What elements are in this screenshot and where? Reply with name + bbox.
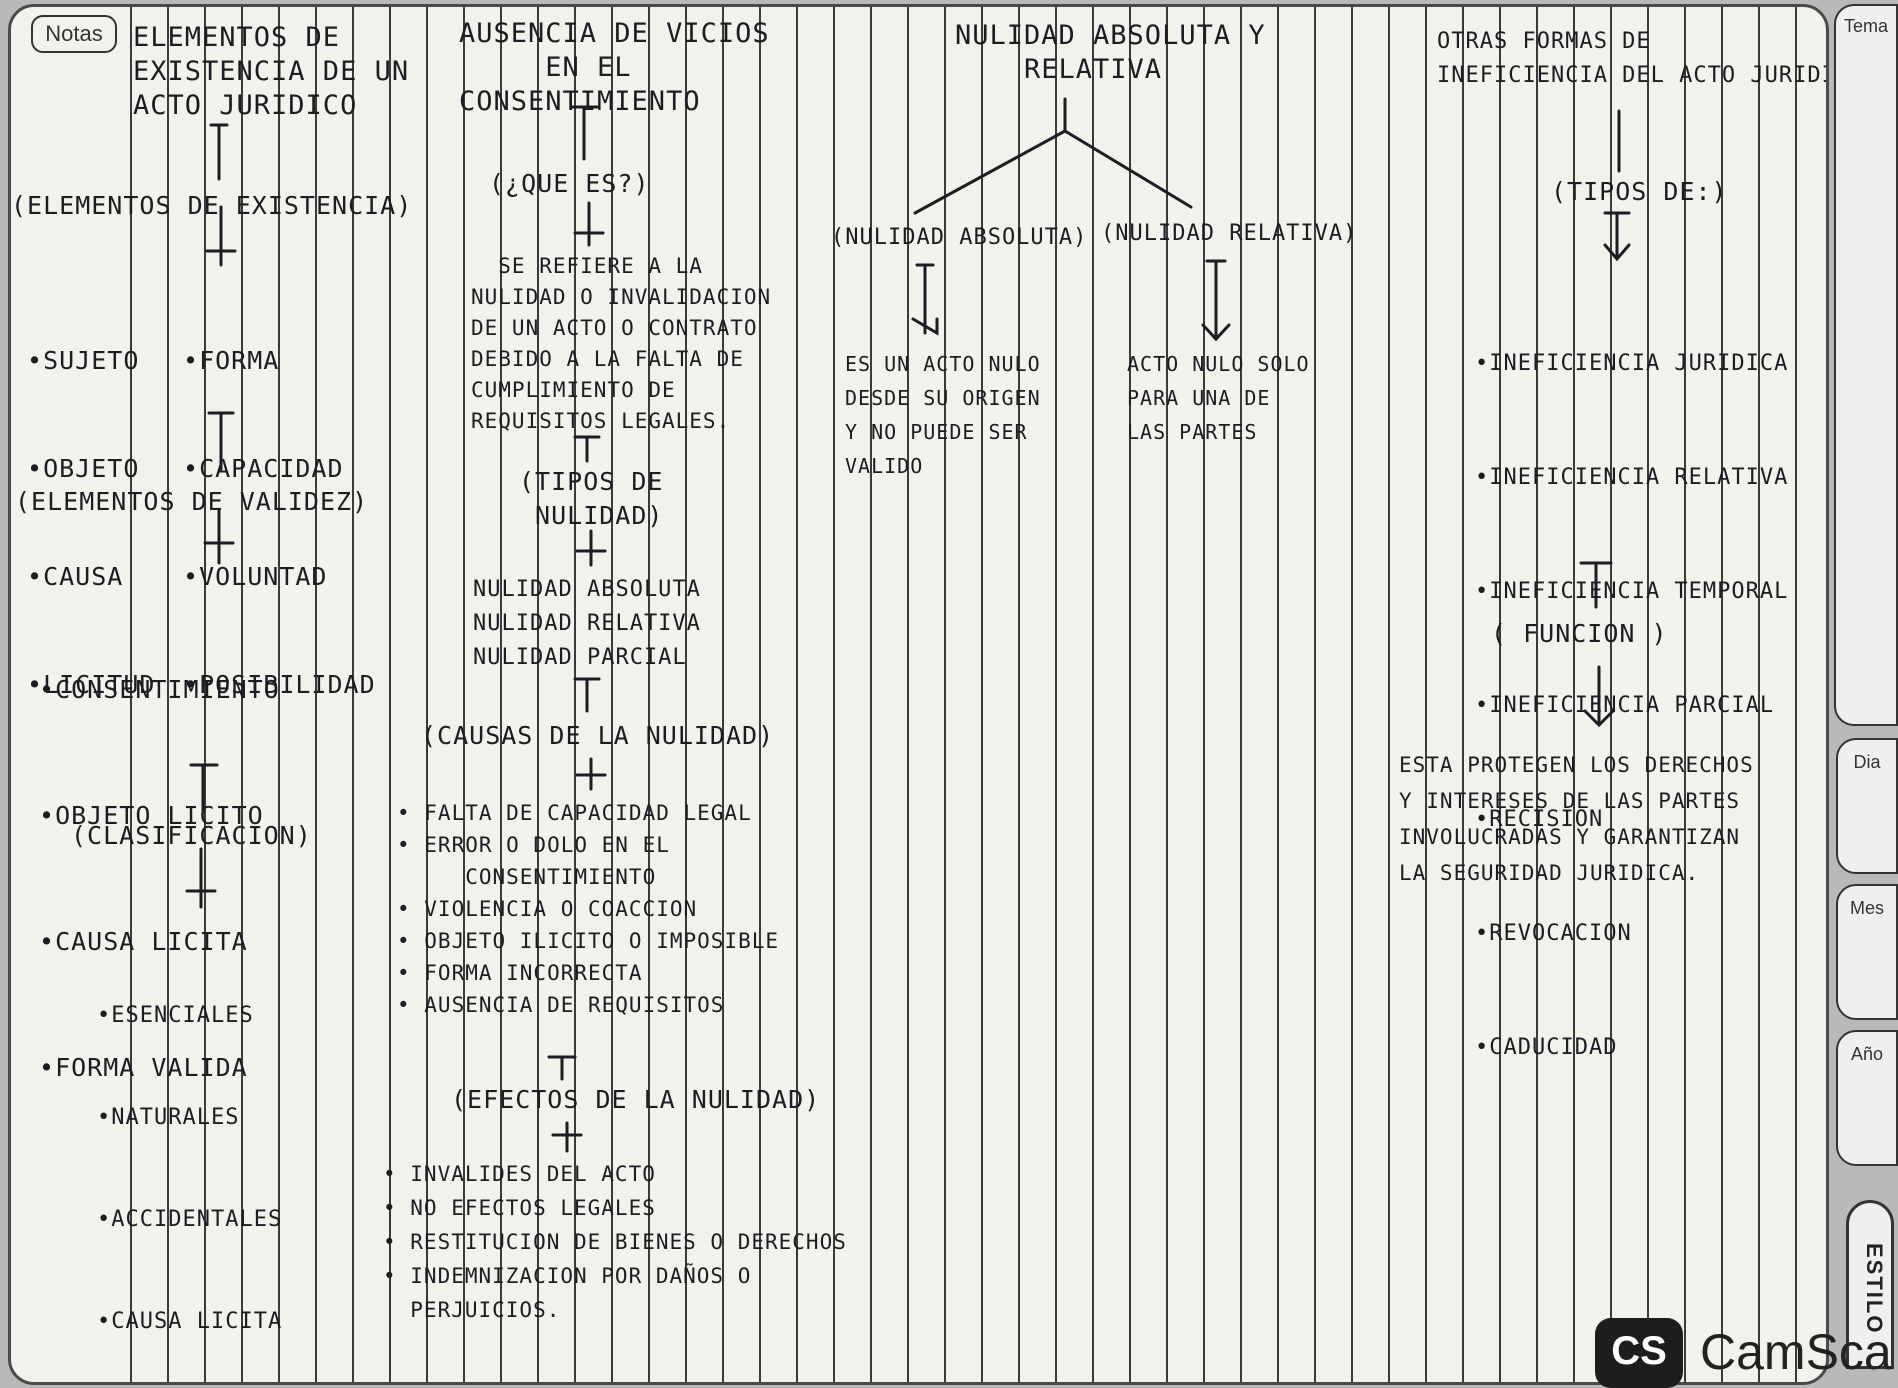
tab-ano[interactable]: Año [1836, 1030, 1898, 1166]
arrow-col2-que-es-to-definition [573, 201, 605, 247]
list-item: ESENCIALES [97, 999, 282, 1033]
arrow-col1-list-to-validez [207, 411, 235, 471]
list-item: ACCIDENTALES [97, 1203, 282, 1237]
list-item: REVOCACION [1475, 915, 1788, 953]
list-item: CAPACIDAD [183, 451, 376, 487]
arrow-col2-tipos-to-list [575, 529, 607, 567]
camscanner-watermark-text: CamSca [1700, 1324, 1892, 1380]
arrow-col4-list-to-funcion [1579, 561, 1613, 609]
list-item: INEFICIENCIA JURIDICA [1475, 345, 1788, 383]
connector-arrows [185, 97, 1631, 1153]
list-item: OBJETO [27, 451, 155, 487]
list-item: FORMA [183, 343, 376, 379]
col3-branch-right: (NULIDAD RELATIVA) [1101, 221, 1358, 246]
col1-existencia-heading: (ELEMENTOS DE EXISTENCIA) [11, 191, 413, 220]
list-item: RECISION [1475, 801, 1788, 839]
arrow-col1-clasificacion-to-list [185, 847, 217, 909]
arrow-col1-list-to-clasificacion [189, 763, 219, 813]
col3-title: NULIDAD ABSOLUTA Y RELATIVA [955, 20, 1266, 85]
tab-mes[interactable]: Mes [1836, 884, 1898, 1020]
list-item: VOLUNTAD [183, 559, 376, 595]
list-item: INEFICIENCIA RELATIVA [1475, 459, 1788, 497]
arrow-col1-validez-to-list [203, 509, 235, 565]
list-item: FORMA VALIDA [39, 1047, 280, 1089]
list-item: OBJETO LICITO [39, 795, 280, 837]
col1-clasificacion-list: ESENCIALES NATURALES ACCIDENTALES CAUSA … [97, 931, 282, 1382]
col1-title: ELEMENTOS DE EXISTENCIA DE UN ACTO JURID… [133, 22, 410, 121]
arrow-col1-title-to-existencia [209, 123, 229, 181]
arrow-col2-list-to-causas [573, 677, 601, 713]
list-item: CAUSA LICITA [39, 921, 280, 963]
col3-left-text: ES UN ACTO NULO DESDE SU ORIGEN Y NO PUE… [845, 352, 1041, 478]
tab-tema[interactable]: Tema [1834, 4, 1898, 726]
arrow-col3-right-down [1201, 259, 1231, 342]
arrow-col3-left-down [911, 263, 939, 336]
col4-title: OTRAS FORMAS DE INEFICIENCIA DEL ACTO JU… [1437, 29, 1826, 88]
arrow-col1-existencia-to-list [205, 205, 237, 267]
arrow-col2-causas-to-list [575, 757, 607, 791]
arrow-col3-branch-right [1063, 129, 1193, 209]
col4-funcion-text: ESTA PROTEGEN LOS DERECHOS Y INTERESES D… [1399, 753, 1754, 885]
notebook-page: Notas ELEMENTOS DE EXISTENCIA DE UN ACTO… [8, 4, 1829, 1385]
list-item: SUJETO [27, 343, 155, 379]
col2-que-es-heading: (¿QUE ES?) [489, 169, 650, 198]
col2-definition: SE REFIERE A LA NULIDAD O INVALIDACION D… [471, 254, 772, 433]
notas-tab[interactable]: Notas [31, 15, 117, 53]
list-item: CONSENTIMIENTO [39, 669, 280, 711]
col2-efectos-heading: (EFECTOS DE LA NULIDAD) [451, 1085, 821, 1114]
col1-validez-heading: (ELEMENTOS DE VALIDEZ) [15, 487, 369, 516]
col4-tipos-heading: (TIPOS DE:) [1551, 177, 1728, 206]
arrow-col2-definition-to-tipos [573, 435, 601, 463]
arrow-col3-branch-left [913, 129, 1067, 215]
list-item: CAUSA [27, 559, 155, 595]
col2-efectos-items: • INVALIDES DEL ACTO • NO EFECTOS LEGALE… [383, 1162, 847, 1322]
col2-causas-items: • FALTA DE CAPACIDAD LEGAL • ERROR O DOL… [397, 801, 780, 1017]
tab-mes-label: Mes [1849, 898, 1884, 918]
col3-right-text: ACTO NULO SOLO PARA UNA DE LAS PARTES [1127, 352, 1310, 444]
arrow-col2-list-to-efectos [547, 1055, 577, 1081]
arrow-col4-tipos-to-list [1603, 211, 1631, 262]
tab-tema-label: Tema [1843, 16, 1888, 36]
col4-funcion-heading: ( FUNCION ) [1491, 619, 1668, 648]
tab-ano-label: Año [1850, 1044, 1884, 1064]
camscanner-logo: CS [1595, 1318, 1683, 1388]
list-item: CAUSA LICITA [97, 1305, 282, 1339]
col2-tipos-heading: (TIPOS DE NULIDAD) [519, 467, 664, 530]
estilo-tab[interactable]: ESTILO [1846, 1200, 1894, 1369]
estilo-label: ESTILO [1862, 1243, 1887, 1335]
col2-tipos-items: NULIDAD ABSOLUTA NULIDAD RELATIVA NULIDA… [473, 577, 701, 670]
list-item: INEFICIENCIA PARCIAL [1475, 687, 1788, 725]
col2-title: AUSENCIA DE VICIOS EN EL CONSENTIMIENTO [459, 18, 770, 117]
col4-tipos-list: INEFICIENCIA JURIDICA INEFICIENCIA RELAT… [1475, 269, 1788, 1143]
col1-clasificacion-heading: (CLASIFICACION) [71, 821, 312, 850]
col2-causas-heading: (CAUSAS DE LA NULIDAD) [421, 721, 775, 750]
list-item: INEFICIENCIA TEMPORAL [1475, 573, 1788, 611]
list-item: CADUCIDAD [1475, 1029, 1788, 1067]
arrow-col2-title-to-que-es [569, 105, 599, 161]
arrow-col4-funcion-to-text [1583, 665, 1615, 728]
col1-validez-list: CONSENTIMIENTO OBJETO LICITO CAUSA LICIT… [39, 585, 280, 1173]
col3-branch-left: (NULIDAD ABSOLUTA) [831, 225, 1088, 250]
ruled-lines [130, 7, 1797, 1382]
arrow-col2-efectos-to-list [551, 1121, 583, 1153]
list-item: NATURALES [97, 1101, 282, 1135]
tab-dia-label: Dia [1853, 752, 1881, 772]
tab-dia[interactable]: Dia [1836, 738, 1898, 874]
